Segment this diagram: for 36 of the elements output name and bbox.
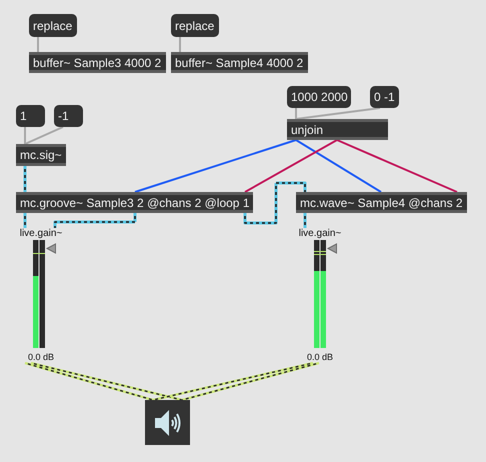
object-box: mc.sig~	[16, 144, 66, 166]
object-label: live.gain~	[298, 228, 342, 239]
object-box: buffer~ Sample4 4000 2	[171, 52, 308, 73]
object-label: live.gain~	[18, 228, 64, 239]
patch-cord	[182, 362, 320, 402]
speaker-button	[145, 400, 190, 445]
patch-cord	[296, 107, 380, 120]
message-box: replace	[29, 14, 77, 37]
level-readout: 0.0 dB	[306, 352, 334, 362]
patch-cord	[24, 213, 26, 228]
object-box: buffer~ Sample3 4000 2	[29, 52, 166, 73]
message-box: 0 -1	[370, 86, 399, 108]
patch-cord	[336, 139, 458, 193]
object-box: unjoin	[287, 119, 388, 140]
patch-cord	[179, 37, 181, 52]
patch-cord	[244, 182, 306, 224]
patch-cord	[54, 213, 136, 228]
level-readout: 0.0 dB	[26, 352, 56, 362]
patch-cord	[24, 166, 26, 192]
patch-cord	[24, 127, 26, 144]
message-box: 1000 2000	[287, 86, 351, 108]
patch-cord	[37, 37, 39, 52]
message-box: replace	[171, 14, 219, 37]
patch-cord	[152, 362, 314, 402]
patch-cord	[134, 139, 296, 193]
patch-cord	[24, 126, 64, 145]
object-box: mc.groove~ Sample3 2 @chans 2 @loop 1	[16, 192, 253, 213]
patch-cord	[24, 362, 154, 402]
patch-cord	[295, 108, 297, 119]
patch-cord	[304, 213, 306, 228]
patch-cord	[30, 362, 182, 402]
object-box: mc.wave~ Sample4 @chans 2	[296, 192, 467, 213]
message-box: 1	[16, 105, 45, 127]
message-box: -1	[54, 105, 83, 127]
patch-cord	[244, 139, 338, 193]
patch-cord	[295, 139, 382, 193]
